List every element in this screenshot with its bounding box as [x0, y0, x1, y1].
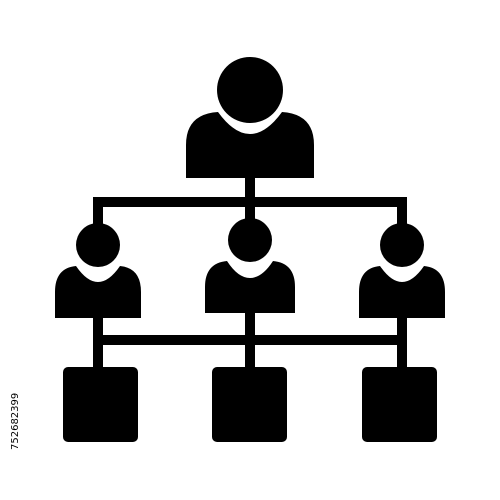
right-box	[362, 367, 437, 442]
box-icons	[63, 367, 437, 442]
left-person-icon	[55, 223, 141, 318]
middle-person-icon	[205, 218, 295, 313]
middle-box	[212, 367, 287, 442]
top-person-icon	[186, 57, 314, 178]
stock-id-text: 752682399	[10, 392, 21, 450]
right-person-icon	[359, 223, 445, 318]
connector-lines	[93, 173, 407, 375]
left-box	[63, 367, 138, 442]
